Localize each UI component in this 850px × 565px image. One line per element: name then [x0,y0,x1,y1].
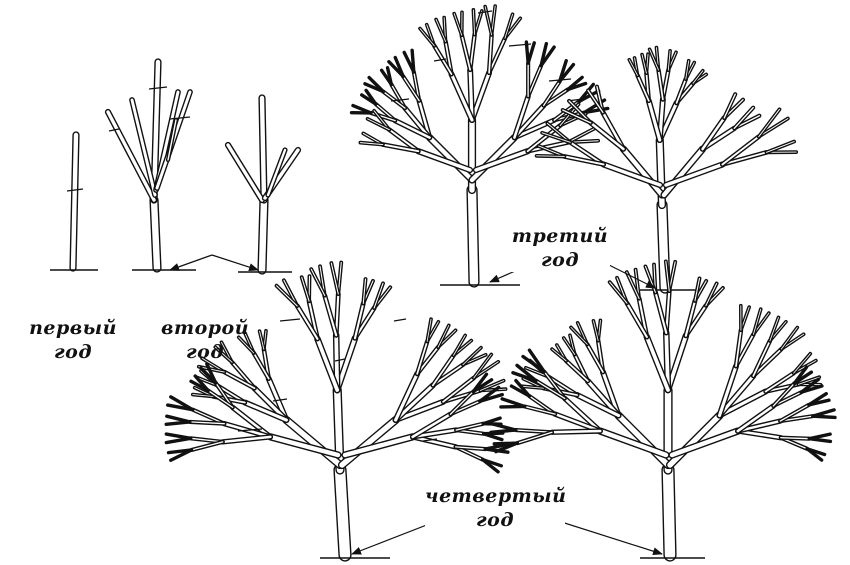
label-third-year-line2: год [540,249,580,271]
label-fourth-year-line1: четвертый [425,485,567,507]
label-fourth-year: четвертый год [425,484,567,532]
tree-third-year-after [534,45,799,294]
label-third-year-line1: третий [511,225,609,247]
tree-fourth-year-before [164,260,510,562]
label-first-year-line1: первый [29,317,117,339]
tree-first-year [50,131,98,272]
label-second-year-line1: второй [160,317,250,339]
label-first-year-line2: год [53,341,93,363]
tree-fourth-year-after [489,259,837,562]
tree-third-year-before [349,4,610,288]
label-third-year: третий год [510,224,610,272]
tree-second-year-before [104,58,196,273]
label-second-year: второй год [155,316,255,364]
label-first-year: первый год [28,316,118,364]
label-second-year-line2: год [185,341,225,363]
label-fourth-year-line2: год [475,509,515,531]
tree-second-year-after [224,94,302,275]
